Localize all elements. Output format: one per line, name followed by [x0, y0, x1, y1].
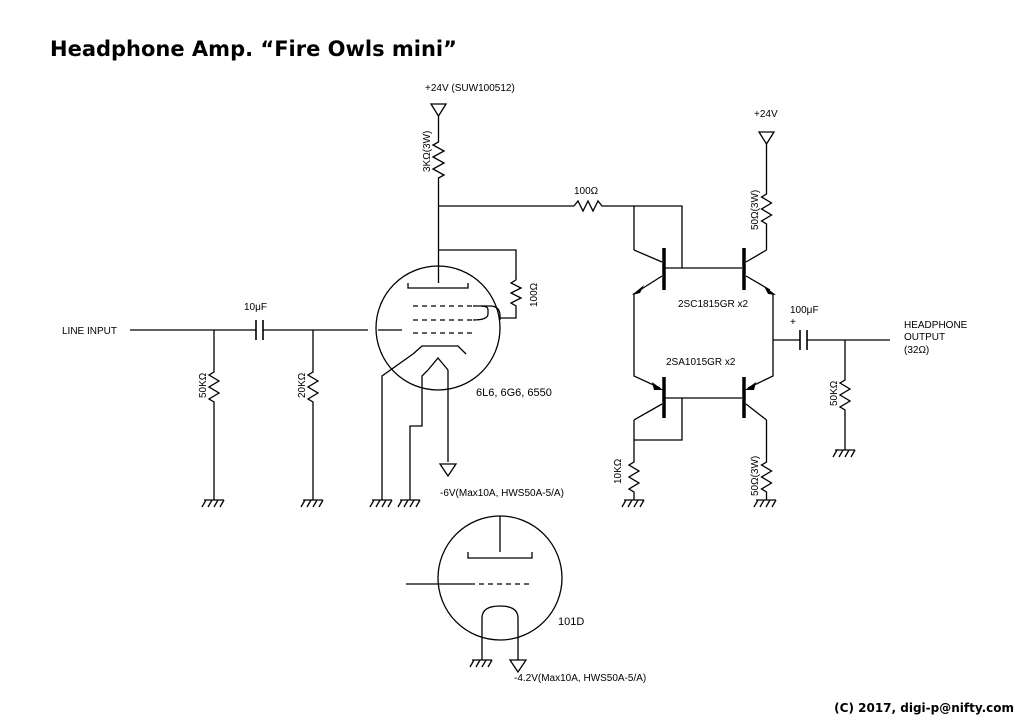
npn-pair-label: 2SC1815GR x2 [678, 299, 748, 310]
npn-left-collector [633, 249, 663, 263]
plate-resistor [431, 135, 446, 206]
bottom-emitter-resistor [760, 420, 773, 500]
headphone-output-label-line2: OUTPUT [904, 332, 945, 343]
supply-main-arrow [429, 103, 448, 135]
input-resistor-label: 50KΩ [198, 372, 209, 398]
bias-resistor [627, 455, 641, 500]
driver-tube-label: 101D [558, 616, 584, 628]
top-emitter-resistor-label: 50Ω(3W) [750, 190, 761, 230]
driver-tube-filament [481, 605, 519, 660]
ground-symbol [369, 499, 393, 508]
supply-main-label: +24V (SUW100512) [425, 83, 515, 94]
driver-tube-plate [467, 552, 533, 559]
main-tube-cathode [412, 345, 467, 355]
series-resistor [573, 199, 634, 213]
output-resistor [838, 340, 852, 450]
npn-right-collector [745, 249, 767, 263]
main-tube-plate [407, 283, 469, 289]
output-capacitor-label: 100μF [790, 305, 819, 316]
supply-right-label: +24V [754, 109, 778, 120]
ground-symbol [201, 499, 225, 508]
bias-resistor-label: 10KΩ [613, 458, 624, 484]
ground-symbol [832, 449, 856, 458]
headphone-output-label-line3: (32Ω) [904, 345, 929, 356]
ground-symbol [469, 659, 493, 668]
line-input-label: LINE INPUT [62, 326, 117, 337]
output-resistor-label: 50KΩ [829, 380, 840, 406]
page-title: Headphone Amp. “Fire Owls mini” [50, 37, 457, 61]
driver-negative-supply-arrow [508, 659, 528, 674]
driver-tube-heater-label: -4.2V(Max10A, HWS50A-5/A) [514, 673, 646, 684]
output-capacitor-polarity: + [790, 317, 796, 328]
plate-resistor-label: 3KΩ(3W) [422, 131, 433, 172]
main-tube-label: 6L6, 6G6, 6550 [476, 387, 552, 399]
pnp-right-collector [745, 403, 767, 421]
main-tube-screen-link [472, 305, 489, 321]
negative-supply-arrow [438, 463, 458, 478]
copyright-notice: (C) 2017, digi-p@nifty.com [834, 701, 1014, 715]
ground-symbol [621, 499, 645, 508]
pnp-left-collector [633, 403, 663, 421]
ground-symbol [300, 499, 324, 508]
main-tube-heater [427, 356, 449, 371]
grid-resistor-label: 20KΩ [297, 372, 308, 398]
input-capacitor-label: 10μF [244, 302, 267, 313]
cathode-ground-lead [381, 353, 414, 500]
pnp-pair-label: 2SA1015GR x2 [666, 357, 736, 368]
headphone-output-label-line1: HEADPHONE [904, 320, 968, 331]
main-tube-heater-label: -6V(Max10A, HWS50A-5/A) [440, 488, 564, 499]
screen-resistor-label: 100Ω [529, 282, 540, 307]
input-resistor [207, 330, 221, 500]
npn-left-emitter [639, 275, 663, 291]
bottom-emitter-resistor-label: 50Ω(3W) [750, 456, 761, 496]
supply-right-arrow [757, 131, 776, 146]
ground-symbol [397, 499, 421, 508]
series-resistor-label: 100Ω [574, 186, 599, 197]
ground-symbol [753, 499, 777, 508]
grid-resistor [306, 330, 320, 500]
main-tube-envelope [375, 265, 501, 391]
screen-resistor [500, 279, 523, 319]
heater-ground-lead [409, 369, 429, 500]
top-emitter-resistor [760, 144, 773, 250]
